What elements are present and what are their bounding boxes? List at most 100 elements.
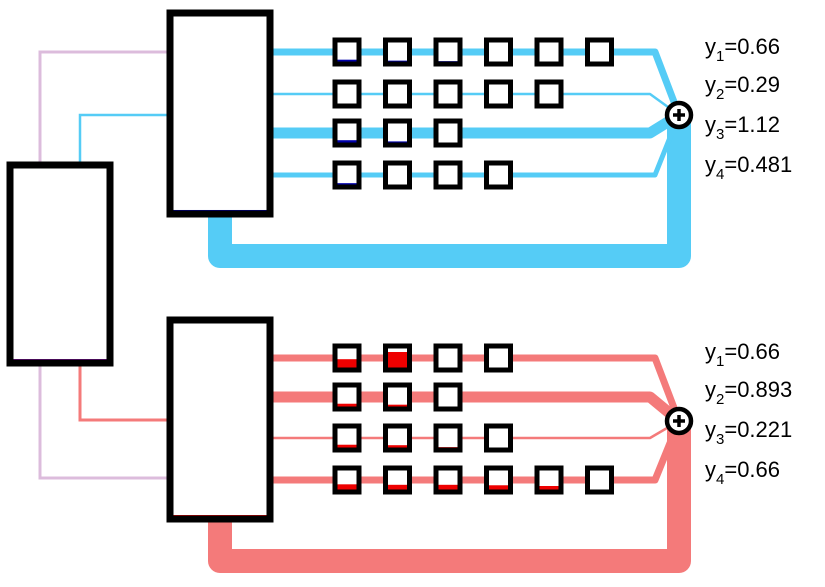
row-wire [270, 354, 683, 423]
cell [484, 160, 513, 190]
label-sub: 3 [716, 431, 724, 448]
cell [484, 465, 513, 495]
cell-fill [335, 359, 359, 370]
cell-background [436, 385, 460, 409]
cell-background [587, 468, 612, 492]
cell-background [436, 82, 460, 106]
label-var: y [705, 34, 716, 59]
cell-background [385, 82, 410, 106]
label-var: y [705, 152, 716, 177]
row-label: y1=0.66 [705, 339, 780, 370]
root-link-wire [38, 50, 170, 165]
label-sub: 4 [716, 166, 724, 183]
cell [585, 465, 614, 495]
label-value: =0.66 [724, 457, 780, 482]
row-wire [270, 419, 680, 440]
cell-background [385, 121, 410, 145]
container-box [166, 9, 274, 218]
label-value: =0.29 [724, 72, 780, 97]
cell-background [335, 82, 359, 106]
return-loop-wire [208, 103, 691, 268]
cell-fill [436, 484, 460, 492]
label-sub: 3 [716, 126, 724, 143]
label-var: y [705, 339, 716, 364]
cell [433, 118, 463, 148]
cell [332, 343, 362, 373]
row-label: y2=0.893 [705, 377, 792, 408]
cell-background [537, 82, 561, 106]
root-link-wire [78, 113, 170, 165]
cell [484, 343, 513, 373]
cell-fill [385, 484, 410, 492]
sum-nodes [664, 100, 694, 436]
cell-background [537, 40, 561, 64]
row-label: y3=1.12 [705, 112, 780, 143]
cell [433, 79, 463, 109]
cell [433, 465, 463, 495]
cell-background [486, 82, 511, 106]
row-label: y4=0.481 [705, 152, 792, 183]
plus-circle-icon [664, 406, 694, 436]
label-sub: 2 [716, 391, 724, 408]
cell [383, 118, 412, 148]
label-sub: 1 [716, 48, 724, 65]
row-wire [270, 391, 683, 426]
root-box [6, 161, 114, 367]
label-sub: 1 [716, 353, 724, 370]
label-value: =0.221 [724, 417, 792, 442]
cell [383, 160, 412, 190]
cell [433, 160, 463, 190]
label-var: y [705, 377, 716, 402]
row-label: y1=0.66 [705, 34, 780, 65]
container-box [166, 316, 274, 523]
cell-background [486, 40, 511, 64]
cell [383, 465, 412, 495]
cell-background [436, 40, 460, 64]
return-loop-wire [208, 409, 691, 573]
cell-background [486, 163, 511, 187]
label-value: =0.481 [724, 152, 792, 177]
cell [534, 37, 564, 67]
cell [433, 343, 463, 373]
cell [332, 465, 362, 495]
label-var: y [705, 72, 716, 97]
cell [383, 382, 412, 412]
cell-background [436, 426, 460, 450]
cell [534, 79, 564, 109]
cell [484, 423, 513, 453]
cell [433, 37, 463, 67]
plus-circle-icon [664, 100, 694, 130]
row-label: y3=0.221 [705, 417, 792, 448]
label-var: y [705, 112, 716, 137]
row-wire [270, 92, 680, 117]
label-value: =1.12 [724, 112, 780, 137]
label-value: =0.893 [724, 377, 792, 402]
cell-background [436, 121, 460, 145]
row-wire [270, 110, 682, 139]
cell-fill [335, 484, 359, 492]
label-value: =0.66 [724, 339, 780, 364]
row-label: y2=0.29 [705, 72, 780, 103]
cell [383, 423, 412, 453]
cell-background [587, 40, 612, 64]
container-boxes [6, 9, 274, 523]
row-wire [270, 114, 682, 178]
label-sub: 4 [716, 471, 724, 488]
row-wire [270, 48, 683, 117]
cell [585, 37, 614, 67]
root-link-wire [38, 363, 170, 480]
cell [433, 423, 463, 453]
root-background [10, 165, 110, 363]
cell [332, 160, 362, 190]
cell-background [335, 163, 359, 187]
label-var: y [705, 417, 716, 442]
cell [332, 79, 362, 109]
cell [383, 343, 412, 373]
cell [383, 79, 412, 109]
cell-fill [335, 444, 359, 450]
cell-grid [332, 37, 614, 495]
cell-fill [335, 403, 359, 409]
cell-background [436, 163, 460, 187]
cell-fill [537, 486, 561, 492]
